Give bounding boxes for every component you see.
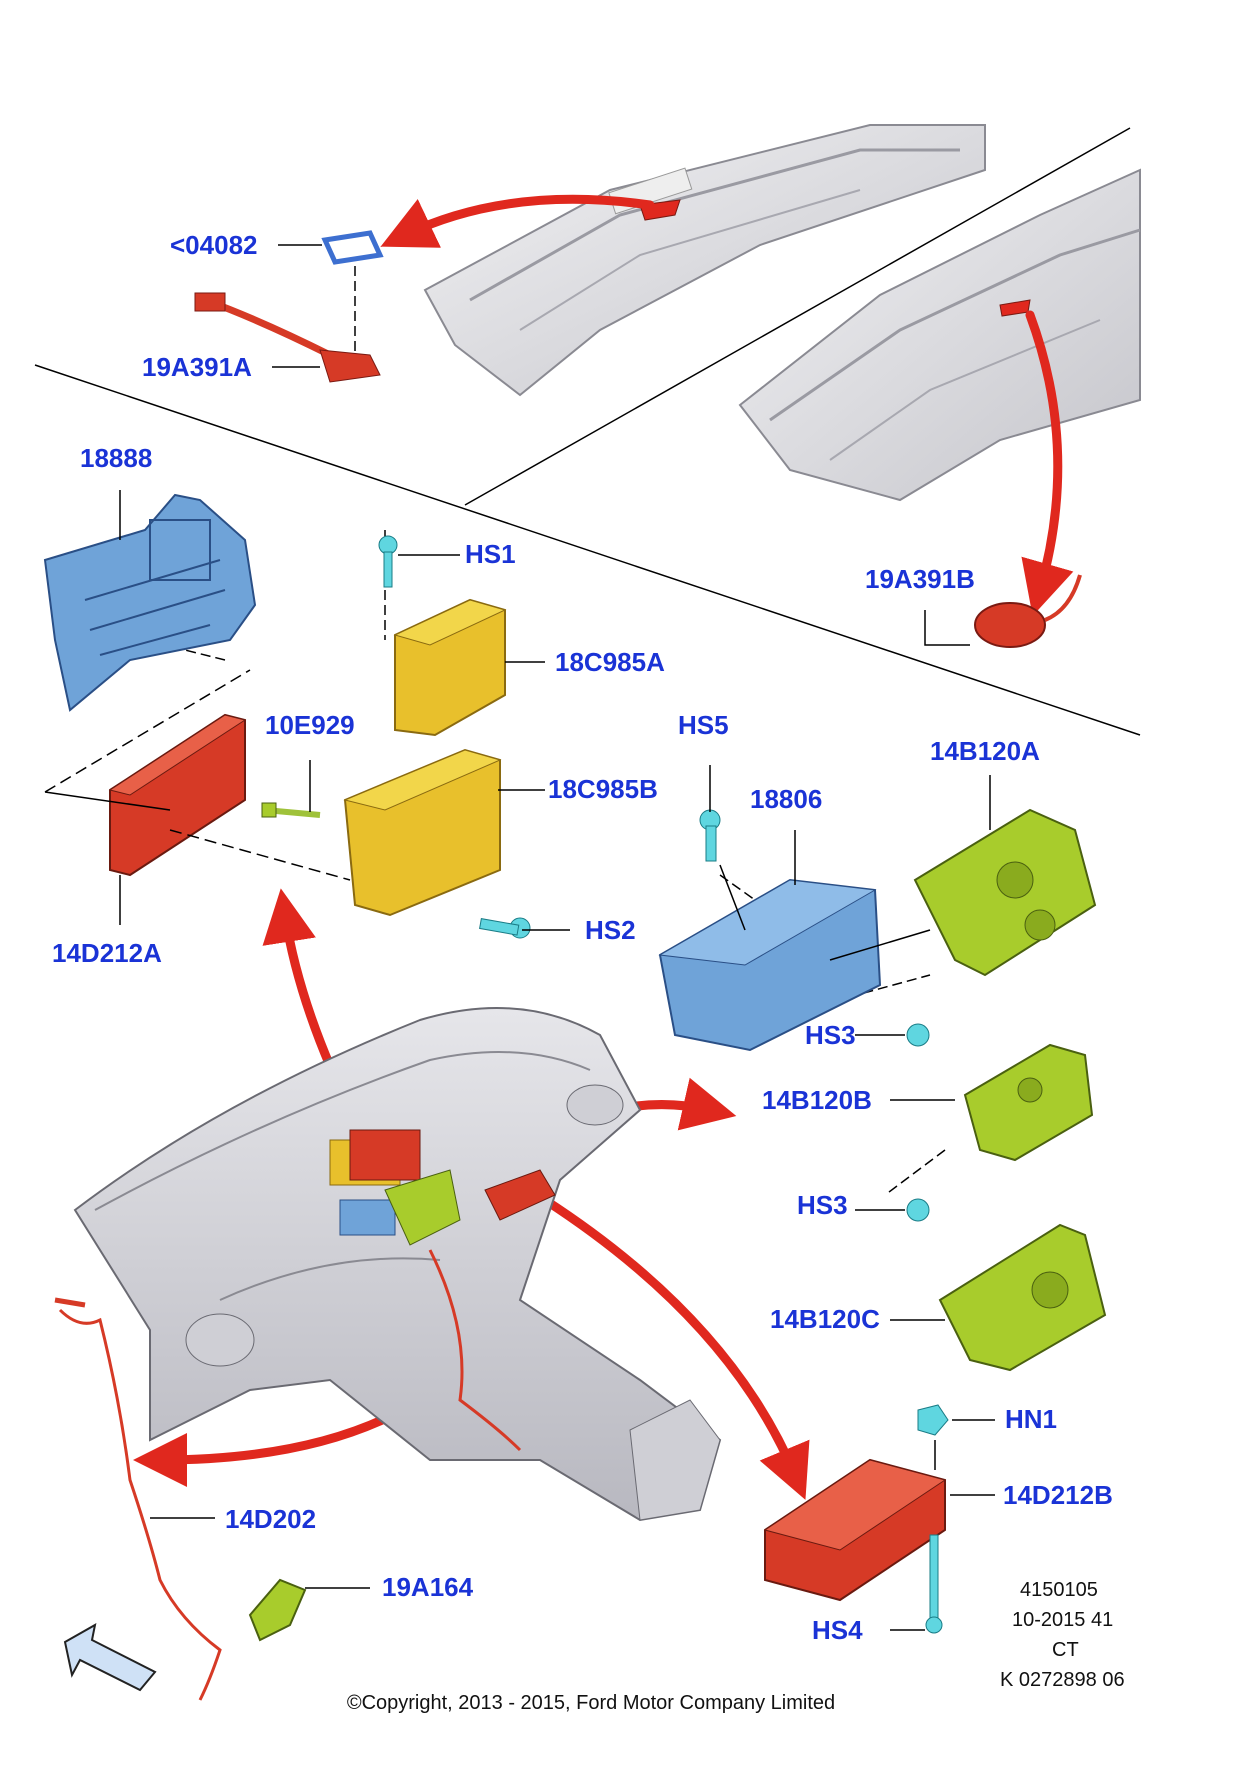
reference-code: CT — [1052, 1639, 1079, 1661]
copyright-notice: ©Copyright, 2013 - 2015, Ford Motor Comp… — [346, 1692, 836, 1714]
label-HS5: HS5 — [678, 710, 729, 740]
unit-18806-part — [658, 878, 882, 1052]
headliner-right — [738, 168, 1141, 502]
label-10E929: 10E929 — [265, 710, 355, 740]
nut-HN1-part — [917, 1404, 949, 1436]
label-18C985A: 18C985A — [555, 647, 665, 677]
cable-19A391A-part — [194, 292, 381, 383]
reference-number: 4150105 — [1020, 1579, 1098, 1601]
label-HS3-lower: HS3 — [797, 1190, 848, 1220]
label-leaders — [119, 244, 995, 1631]
label-18806: 18806 — [750, 784, 823, 814]
bracket-18888-part — [43, 493, 257, 712]
screw-HS3b-part — [906, 1198, 930, 1222]
label-18888: 18888 — [80, 443, 153, 473]
label-HS4: HS4 — [812, 1615, 863, 1645]
module-14D212B-part — [763, 1458, 947, 1602]
front-direction-arrow-icon — [63, 1623, 157, 1692]
label-14B120A: 14B120A — [930, 736, 1040, 766]
label-HS1: HS1 — [465, 539, 516, 569]
label-19A391A: 19A391A — [142, 352, 252, 382]
module-18C985A-part — [393, 598, 507, 737]
screw-HS4-part — [925, 1534, 943, 1634]
display-14D212A-part — [108, 713, 247, 877]
label-14B120B: 14B120B — [762, 1085, 872, 1115]
module-18C985B-part — [343, 748, 502, 917]
label-14D202: 14D202 — [225, 1504, 317, 1534]
label-04082: <04082 — [170, 230, 258, 260]
panel-14B120A-part — [913, 808, 1097, 977]
label-14D212A: 14D212A — [52, 938, 162, 968]
screw-HS5-part — [699, 809, 721, 862]
section-dividers — [34, 127, 1141, 736]
bracket-04082-part — [321, 230, 384, 265]
label-HS2: HS2 — [585, 915, 636, 945]
panel-14B120B-part — [963, 1043, 1094, 1162]
label-19A164: 19A164 — [382, 1572, 474, 1602]
reference-date: 10-2015 41 — [1012, 1609, 1114, 1631]
harness-14D202-part — [54, 1297, 222, 1701]
label-19A391B: 19A391B — [865, 564, 975, 594]
reference-id: K 0272898 06 — [1000, 1669, 1125, 1691]
label-18C985B: 18C985B — [548, 774, 658, 804]
label-HS3-upper: HS3 — [805, 1020, 856, 1050]
dashboard-assembly — [73, 1007, 722, 1522]
screw-HS2-part — [479, 917, 531, 939]
screw-HS1-part — [378, 535, 398, 588]
sensor-19A164-part — [248, 1578, 307, 1642]
headliner-top — [423, 124, 986, 397]
cable-19A391B-part — [974, 574, 1082, 648]
label-14B120C: 14B120C — [770, 1304, 880, 1334]
label-14D212B: 14D212B — [1003, 1480, 1113, 1510]
panel-14B120C-part — [938, 1223, 1107, 1372]
screw-HS3a-part — [906, 1023, 930, 1047]
connector-10E929-part — [261, 802, 321, 818]
label-HN1: HN1 — [1005, 1404, 1058, 1434]
